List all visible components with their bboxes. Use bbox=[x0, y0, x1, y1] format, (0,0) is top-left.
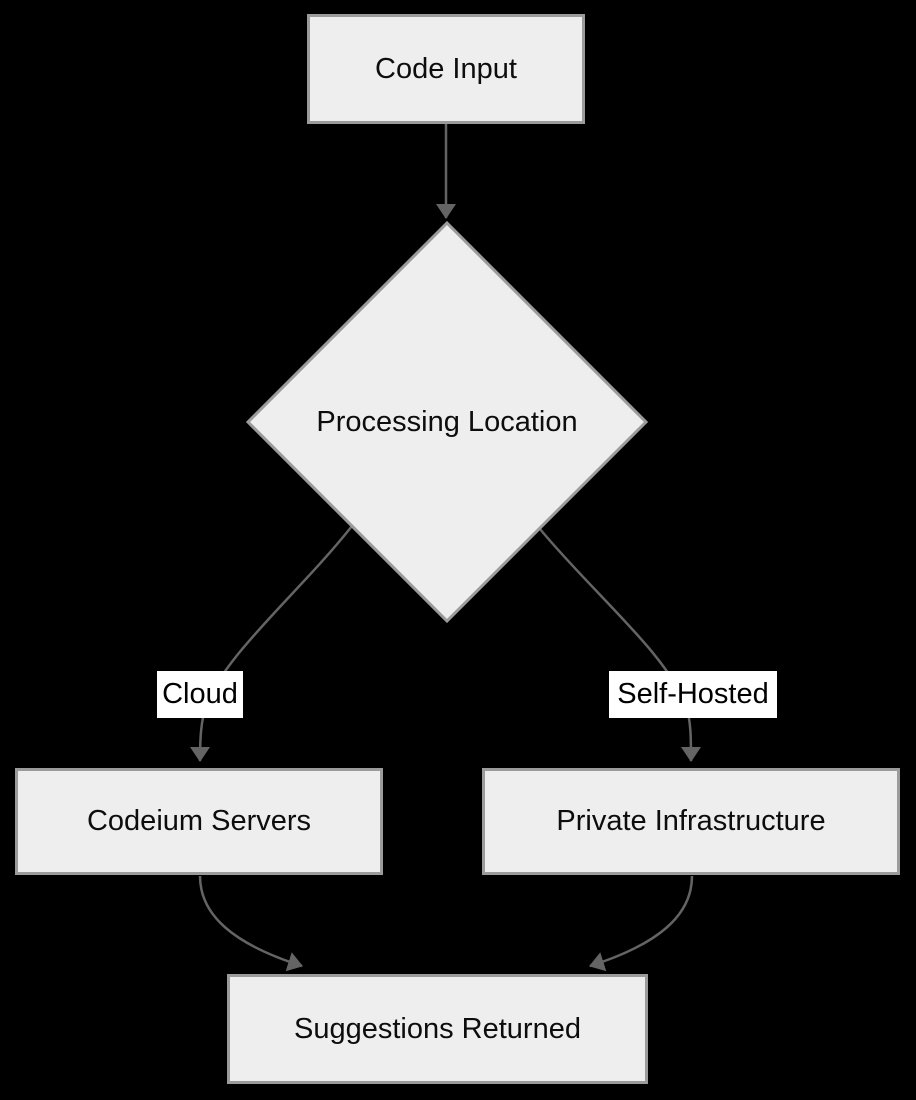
node-suggestions-returned-label: Suggestions Returned bbox=[294, 1012, 581, 1045]
node-codeium-servers-label: Codeium Servers bbox=[86, 805, 312, 838]
edge-label-self-hosted: Self-Hosted bbox=[609, 671, 777, 718]
node-private-infrastructure: Private Infrastructure bbox=[482, 768, 900, 875]
node-codeium-servers: Codeium Servers bbox=[15, 768, 383, 875]
edge-label-cloud-text: Cloud bbox=[162, 678, 238, 710]
edge-label-cloud: Cloud bbox=[157, 671, 243, 718]
node-code-input: Code Input bbox=[307, 14, 585, 124]
node-processing-location: Processing Location bbox=[247, 399, 647, 445]
node-private-infrastructure-label: Private Infrastructure bbox=[556, 805, 826, 838]
edge-private-suggestions bbox=[589, 875, 694, 972]
edge-label-self-hosted-text: Self-Hosted bbox=[617, 678, 769, 710]
decision-diamond-shape bbox=[245, 220, 649, 624]
edge-codeium-suggestions bbox=[198, 875, 303, 972]
node-suggestions-returned: Suggestions Returned bbox=[227, 974, 648, 1084]
node-code-input-label: Code Input bbox=[375, 52, 517, 85]
edge-processing-private bbox=[539, 528, 701, 762]
edge-processing-codeium bbox=[190, 525, 353, 762]
node-processing-location-label: Processing Location bbox=[316, 405, 578, 438]
